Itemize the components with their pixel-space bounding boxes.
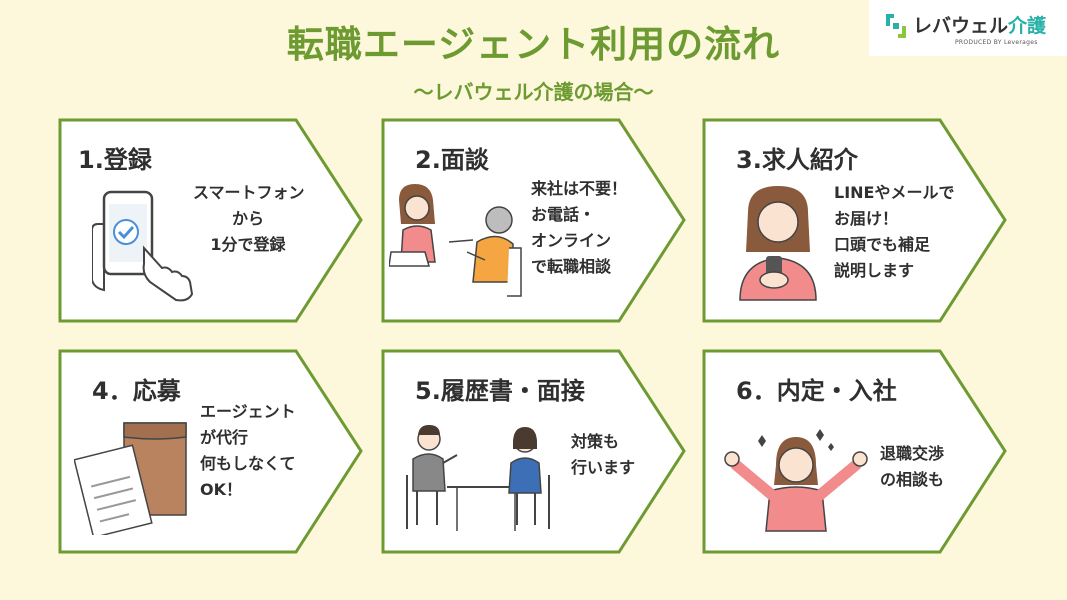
step-title-1: 1.登録 xyxy=(78,146,152,174)
step-desc-3: LINEやメールで お届け！ 口頭でも補足 説明します xyxy=(834,183,955,280)
logo-name-accent: 介護 xyxy=(1008,15,1047,37)
step-title-6: 6．内定・入社 xyxy=(736,377,897,405)
step-card-2: 2.面談 来社は不要！ お電話・ オンライン で転職相談 xyxy=(381,118,686,323)
logo-mark-icon xyxy=(886,14,906,38)
step-desc-2: 来社は不要！ お電話・ オンライン で転職相談 xyxy=(531,179,628,276)
step-desc-5: 対策も 行います xyxy=(571,432,636,477)
woman-phone-icon xyxy=(739,186,817,301)
logo-name-main: レバウェル xyxy=(913,15,1009,37)
logo-produced-by: PRODUCED BY Leverages xyxy=(955,39,1038,46)
job-interview-icon xyxy=(406,425,550,531)
step-desc-4: エージェント が代行 何もしなくて OK！ xyxy=(200,402,296,499)
step-desc-6: 退職交渉 の相談も xyxy=(880,444,945,489)
step-desc-1: スマートフォン から 1分で登録 xyxy=(193,183,305,254)
documents-envelope-icon xyxy=(74,422,187,535)
step-title-5: 5.履歴書・面接 xyxy=(415,377,585,405)
page-subtitle: 〜レバウェル介護の場合〜 xyxy=(413,80,654,104)
page-title: 転職エージェント利用の流れ xyxy=(286,23,781,66)
brand-logo: レバウェル介護 PRODUCED BY Leverages xyxy=(869,0,1067,56)
step-card-6: 6．内定・入社 退職交渉 の相談も xyxy=(702,349,1007,554)
step-card-5: 5.履歴書・面接 対策も 行います xyxy=(381,349,686,554)
step-card-3: 3.求人紹介 LINEやメールで お届け！ 口頭でも補足 説明します xyxy=(702,118,1007,323)
step-title-4: 4．応募 xyxy=(92,377,181,405)
interview-icon xyxy=(389,184,522,297)
smartphone-check-icon xyxy=(92,190,194,302)
step-card-4: 4．応募 エージェント が代行 何もしなくて OK！ xyxy=(58,349,363,554)
celebrating-woman-icon xyxy=(724,429,868,532)
step-title-3: 3.求人紹介 xyxy=(736,146,858,174)
step-card-1: 1.登録 スマートフォン から 1分で登録 xyxy=(58,118,363,323)
step-title-2: 2.面談 xyxy=(415,146,489,174)
